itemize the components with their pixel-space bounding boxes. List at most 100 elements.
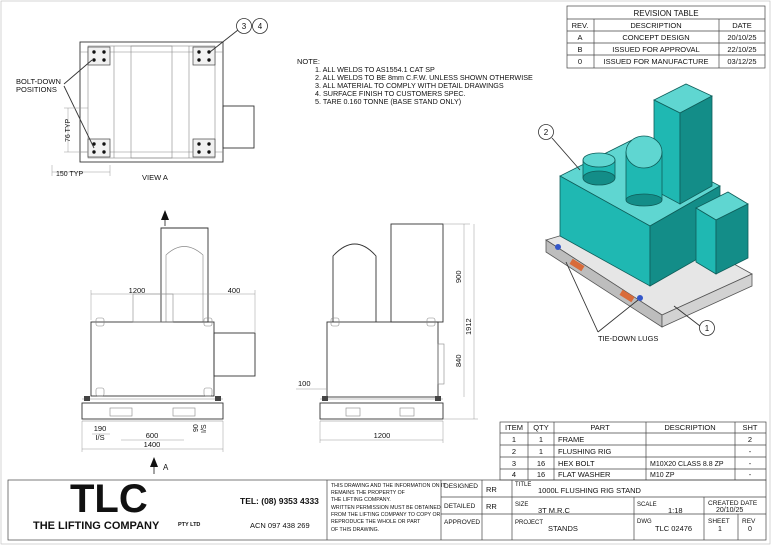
dim-840: 840: [454, 354, 463, 367]
parts-header-qty: QTY: [533, 423, 548, 432]
parts-cell-item: 3: [512, 459, 516, 468]
revision-row-description: CONCEPT DESIGN: [622, 33, 689, 42]
bolt-pad: [87, 138, 111, 158]
revision-row-rev: 0: [578, 57, 582, 66]
parts-cell-part: FRAME: [558, 435, 584, 444]
balloon-1-label: 1: [705, 324, 710, 333]
scale-value: 1:18: [668, 506, 683, 515]
revision-row-description: ISSUED FOR APPROVAL: [612, 45, 699, 54]
parts-cell-qty: 16: [537, 459, 545, 468]
company-pty: PTY LTD: [178, 522, 200, 528]
dim-76-typ: 76 TYP: [65, 118, 72, 142]
parts-cell-sht: 2: [748, 435, 752, 444]
revision-row-rev: A: [577, 33, 582, 42]
revision-table: REVISION TABLE REV. DESCRIPTION DATE A C…: [566, 5, 766, 69]
rev-value: 0: [748, 526, 752, 533]
leader-line: [63, 59, 93, 85]
dwg-label: DWG: [637, 519, 652, 525]
parts-cell-qty: 1: [539, 447, 543, 456]
balloon-4-label: 4: [258, 22, 263, 31]
company-acn: ACN 097 438 269: [250, 521, 310, 530]
company-phone: TEL: (08) 9353 4333: [240, 496, 319, 506]
front-view: 1200 400 190 I/S 600 1400 90 I/S A: [81, 210, 256, 474]
created-date-label: CREATED DATE: [708, 500, 758, 507]
parts-header-item: ITEM: [505, 423, 523, 432]
revision-row-date: 22/10/25: [727, 45, 756, 54]
note-item: 5. TARE 0.160 TONNE (BASE STAND ONLY): [315, 97, 461, 106]
leader-line: [565, 261, 599, 333]
note-item: 4. SURFACE FINISH TO CUSTOMERS SPEC.: [315, 89, 466, 98]
revision-row-date: 20/10/25: [727, 33, 756, 42]
parts-cell-description: M10X20 CLASS 8.8 ZP: [650, 461, 724, 468]
sheet-label: SHEET: [708, 518, 730, 525]
balloon-3: [236, 18, 252, 34]
leader-line: [63, 85, 95, 149]
dim-is: I/S: [201, 424, 208, 433]
leader-line: [673, 305, 701, 327]
bolt-down-label: POSITIONS: [16, 85, 57, 94]
dim-is: I/S: [95, 433, 104, 442]
dim-400: 400: [228, 286, 241, 295]
parts-cell-qty: 1: [539, 435, 543, 444]
bolt-pad: [87, 46, 111, 66]
balloon-4: [252, 18, 268, 34]
title-label: TITLE: [515, 482, 531, 488]
bolt-pad: [192, 46, 216, 66]
created-date-value: 20/10/25: [716, 507, 743, 514]
dim-900: 900: [454, 270, 463, 283]
dim-150-typ: 150 TYP: [56, 171, 83, 178]
disclaimer-line: THE LIFTING COMPANY.: [331, 497, 391, 503]
parts-cell-description: M10 ZP: [650, 472, 675, 479]
balloon-3-label: 3: [242, 22, 247, 31]
dwg-number: TLC 02476: [655, 524, 692, 533]
revision-table-title: REVISION TABLE: [633, 9, 698, 18]
revision-row-date: 03/12/25: [727, 57, 756, 66]
parts-cell-sht: -: [749, 459, 752, 468]
dim-90: 90: [193, 424, 200, 432]
detailed-label: DETAILED: [444, 503, 476, 510]
parts-header-description: DESCRIPTION: [664, 423, 715, 432]
size-label: SIZE: [515, 502, 528, 508]
approved-label: APPROVED: [444, 519, 480, 526]
revision-header-rev: REV.: [572, 21, 589, 30]
designed-label: DESIGNED: [444, 483, 478, 490]
bolt-down-label: BOLT-DOWN: [16, 77, 61, 86]
view-a-arrow-label: A: [163, 463, 169, 472]
view-a-label: VIEW A: [142, 173, 168, 182]
balloon-2: [538, 124, 554, 140]
view-a-arrow-bottom: [150, 457, 158, 467]
revision-row-rev: B: [577, 45, 582, 54]
side-view: 900 840 1912 100 1200: [296, 223, 478, 443]
leader-line: [597, 299, 639, 333]
company-logo: TLC: [70, 477, 148, 521]
parts-cell-item: 2: [512, 447, 516, 456]
dim-1200: 1200: [374, 431, 391, 440]
size-value: 3T M.R.C: [538, 506, 571, 515]
parts-cell-sht: -: [749, 470, 752, 479]
scale-label: SCALE: [637, 502, 657, 508]
parts-list: ITEM QTY PART DESCRIPTION SHT 1 1 FRAME …: [499, 421, 767, 481]
dim-100: 100: [298, 379, 311, 388]
parts-cell-part: FLAT WASHER: [558, 470, 611, 479]
leader-line: [209, 29, 239, 53]
parts-cell-qty: 16: [537, 470, 545, 479]
parts-cell-item: 1: [512, 435, 516, 444]
leader-line: [551, 137, 581, 171]
disclaimer-line: WRITTEN PERMISSION MUST BE OBTAINED: [331, 505, 441, 511]
project-value: STANDS: [548, 524, 578, 533]
parts-cell-sht: -: [749, 447, 752, 456]
revision-header-description: DESCRIPTION: [630, 21, 681, 30]
parts-header-part: PART: [590, 423, 610, 432]
parts-cell-item: 4: [512, 470, 516, 479]
note-item: 3. ALL MATERIAL TO COMPLY WITH DETAIL DR…: [315, 81, 504, 90]
drawing-title: 1000L FLUSHING RIG STAND: [538, 486, 642, 495]
title-block: TLC THE LIFTING COMPANY PTY LTD TEL: (08…: [7, 477, 767, 541]
isometric-view: 2 1 TIE-DOWN LUGS: [538, 83, 753, 343]
disclaimer-line: REMAINS THE PROPERTY OF: [331, 490, 405, 496]
dim-1400: 1400: [144, 440, 161, 449]
dim-600: 600: [146, 431, 159, 440]
disclaimer-line: FROM THE LIFTING COMPANY TO COPY OR: [331, 512, 440, 518]
company-name: THE LIFTING COMPANY: [33, 520, 160, 532]
